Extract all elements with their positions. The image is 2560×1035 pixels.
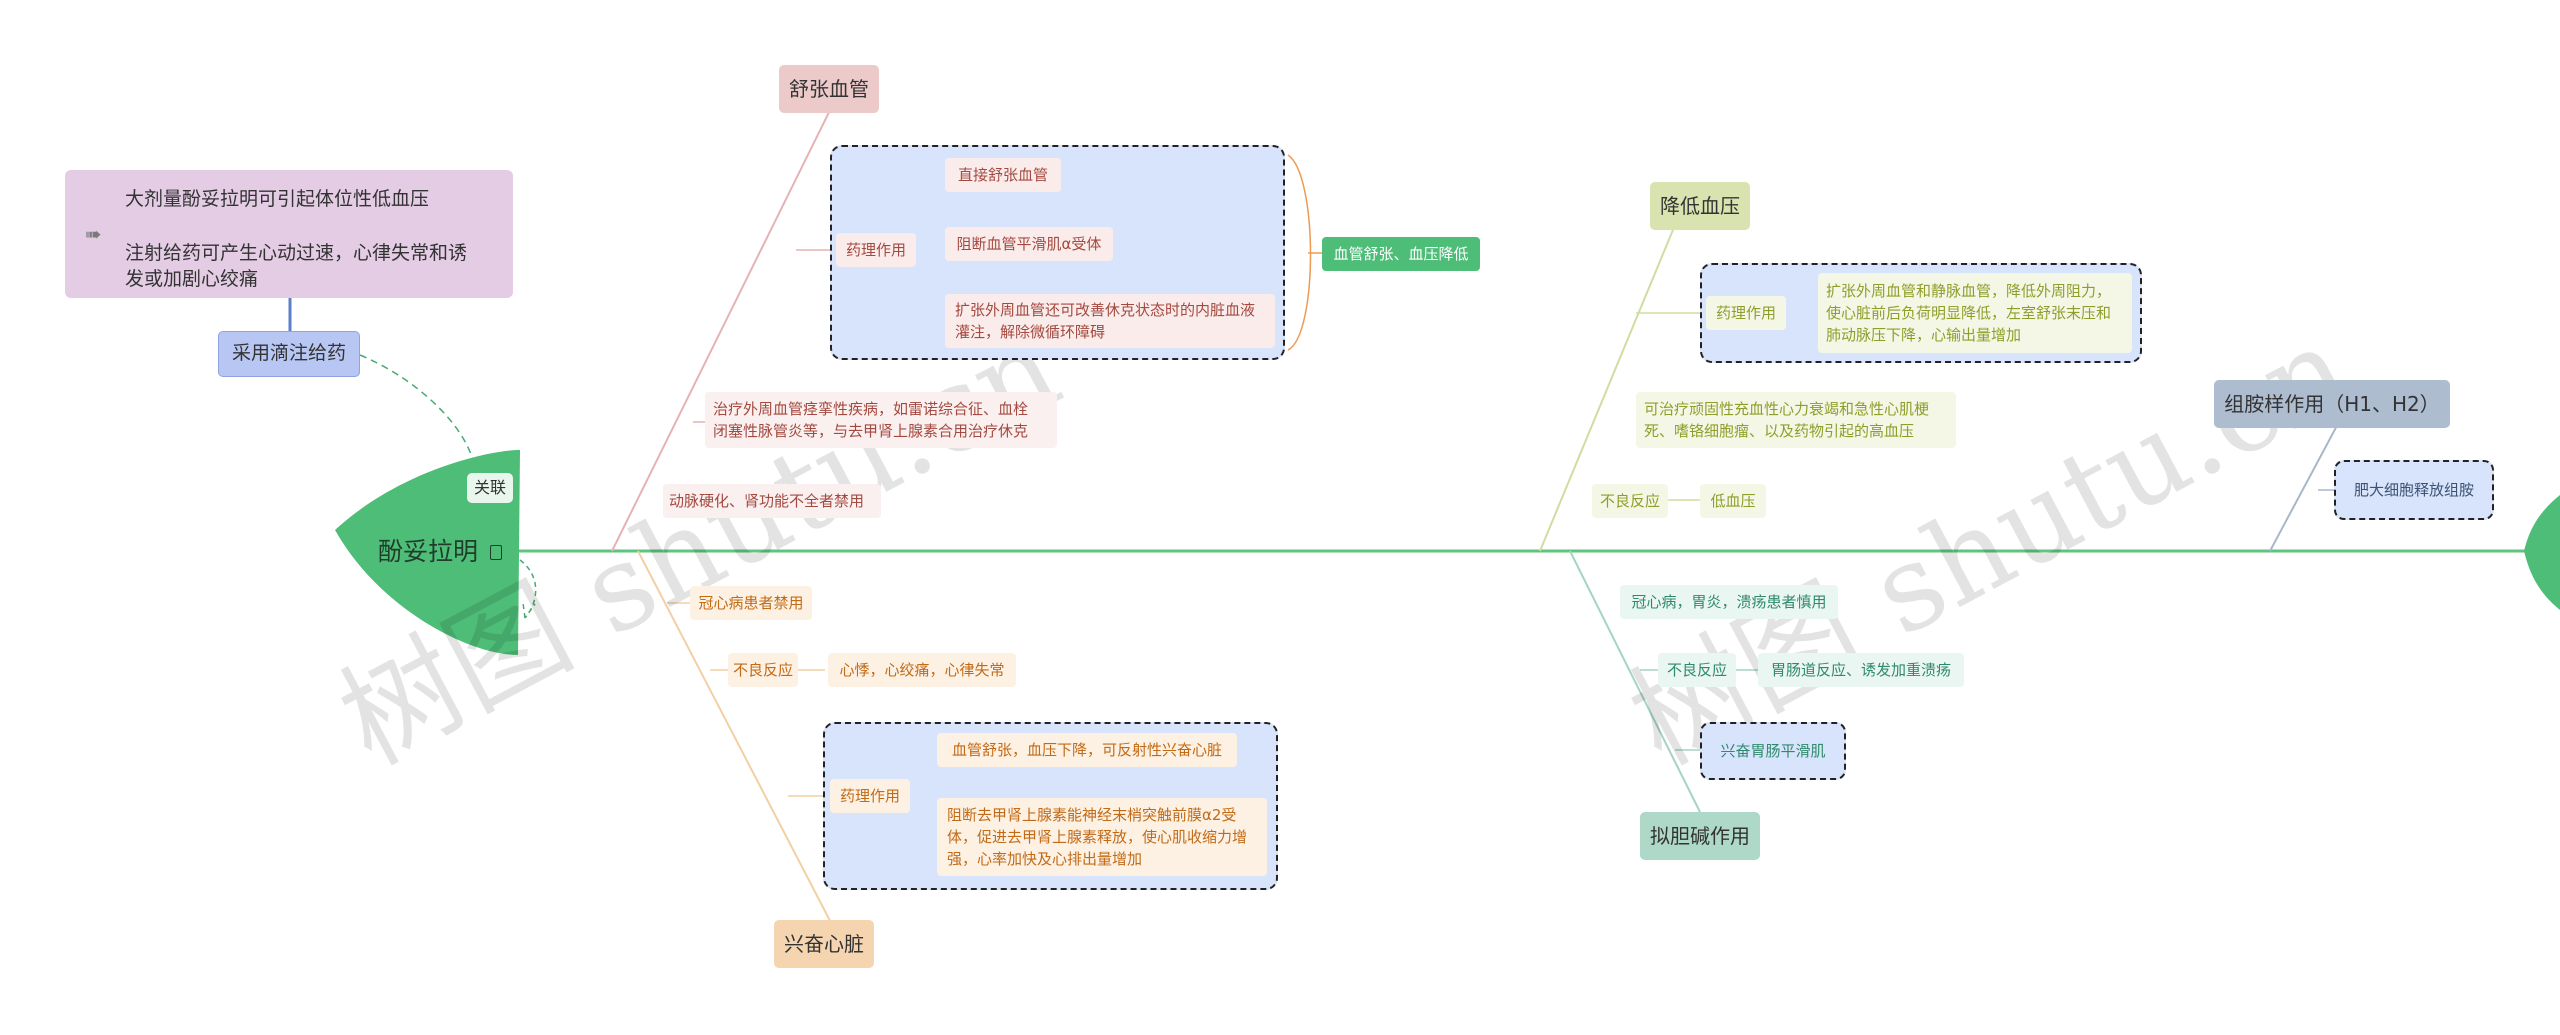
dilate-pharma-label[interactable]: 药理作用 [836,233,916,267]
dilate-branch-line [611,89,841,552]
cholin-branch-line [1569,550,1701,813]
note-box[interactable]: ➠ 大剂量酚妥拉明可引起体位性低血压 注射给药可产生心动过速，心律失常和诱 发或… [65,170,513,298]
bp-treatment[interactable]: 可治疗顽固性充血性心力衰竭和急性心肌梗 死、嗜铬细胞瘤、以及药物引起的高血压 [1636,392,1956,448]
bp-pharma-line-1: 扩张外周血管和静脉血管，降低外周阻力， [1826,282,2112,300]
heart-item-2-line-2: 体，促进去甲肾上腺素释放，使心肌收缩力增 [947,828,1248,846]
document-icon [490,545,502,560]
note-line-1: 大剂量酚妥拉明可引起体位性低血压 [125,188,430,210]
bp-treatment-line-1: 可治疗顽固性充血性心力衰竭和急性心肌梗 [1644,400,1930,418]
dilate-item-3[interactable]: 扩张外周血管还可改善休克状态时的内脏血液 灌注，解除微循环障碍 [945,294,1275,348]
bp-pharma-label[interactable]: 药理作用 [1706,296,1786,330]
heart-item-2-line-3: 强，心率加快及心排出量增加 [947,850,1143,868]
root-tag[interactable]: 关联 [467,473,513,503]
cholin-caution[interactable]: 冠心病，胃炎，溃疡患者慎用 [1620,585,1838,619]
dilate-item-2[interactable]: 阻断血管平滑肌α受体 [945,227,1113,261]
heart-adverse-label[interactable]: 不良反应 [728,653,798,687]
dilate-item-3-line-2: 灌注，解除微循环障碍 [955,323,1106,341]
histamine-branch-line [2269,419,2341,552]
root-title[interactable]: 酚妥拉明 [378,537,479,566]
bp-title[interactable]: 降低血压 [1650,182,1750,230]
dilate-item-3-line-1: 扩张外周血管还可改善休克状态时的内脏血液 [955,301,1256,319]
dilate-treatment[interactable]: 治疗外周血管痉挛性疾病，如雷诺综合征、血栓 闭塞性脉管炎等，与去甲肾上腺素合用治… [705,392,1057,448]
heart-item-2-line-1: 阻断去甲肾上腺素能神经末梢突触前膜α2受 [947,806,1237,824]
bp-pharma-detail[interactable]: 扩张外周血管和静脉血管，降低外周阻力， 使心脏前后负荷明显降低，左室舒张末压和 … [1818,273,2132,353]
relation-arrow [519,559,537,619]
bp-pharma-line-2: 使心脏前后负荷明显降低，左室舒张末压和 [1826,304,2112,322]
dilate-treatment-line-2: 闭塞性脉管炎等，与去甲肾上腺素合用治疗休克 [713,422,1029,440]
dilate-item-1[interactable]: 直接舒张血管 [945,158,1061,192]
cholin-adverse-label[interactable]: 不良反应 [1658,653,1736,687]
summary-brace [1287,154,1322,351]
histamine-effect[interactable]: 肥大细胞释放组胺 [2334,460,2494,520]
heart-title[interactable]: 兴奋心脏 [774,920,874,968]
heart-item-2[interactable]: 阻断去甲肾上腺素能神经末梢突触前膜α2受 体，促进去甲肾上腺素释放，使心肌收缩力… [937,798,1267,876]
bp-branch-line [1539,224,1676,552]
heart-item-1[interactable]: 血管舒张，血压下降，可反射性兴奋心脏 [937,733,1237,767]
bp-adverse-value[interactable]: 低血压 [1700,484,1766,518]
bp-connector [1636,312,1710,501]
cholin-title[interactable]: 拟胆碱作用 [1640,812,1760,860]
tail-fin [2524,495,2560,610]
dilate-contra[interactable]: 动脉硬化、肾功能不全者禁用 [663,484,881,518]
note-line-2: 注射给药可产生心动过速，心律失常和诱 [125,242,468,264]
heart-adverse-value[interactable]: 心悸，心绞痛，心律失常 [828,653,1016,687]
histamine-title[interactable]: 组胺样作用（H1、H2） [2214,380,2450,428]
bp-adverse-label[interactable]: 不良反应 [1592,484,1668,518]
cholin-adverse-value[interactable]: 胃肠道反应、诱发加重溃疡 [1758,653,1964,687]
note-line-3: 发或加剧心绞痛 [125,268,259,290]
arrow-icon: ➠ [85,222,102,246]
bp-pharma-line-3: 肺动脉压下降，心输出量增加 [1826,326,2022,344]
heart-pharma-label[interactable]: 药理作用 [830,779,910,813]
relation-curve [359,354,476,471]
heart-contra[interactable]: 冠心病患者禁用 [690,586,812,620]
dilate-summary[interactable]: 血管舒张、血压降低 [1322,237,1480,271]
dilate-treatment-line-1: 治疗外周血管痉挛性疾病，如雷诺综合征、血栓 [713,400,1029,418]
cholin-effect[interactable]: 兴奋胃肠平滑肌 [1700,722,1846,780]
dilate-title[interactable]: 舒张血管 [779,65,879,113]
note-label[interactable]: 采用滴注给药 [218,331,360,377]
heart-branch-line [637,550,841,941]
bp-treatment-line-2: 死、嗜铬细胞瘤、以及药物引起的高血压 [1644,422,1915,440]
